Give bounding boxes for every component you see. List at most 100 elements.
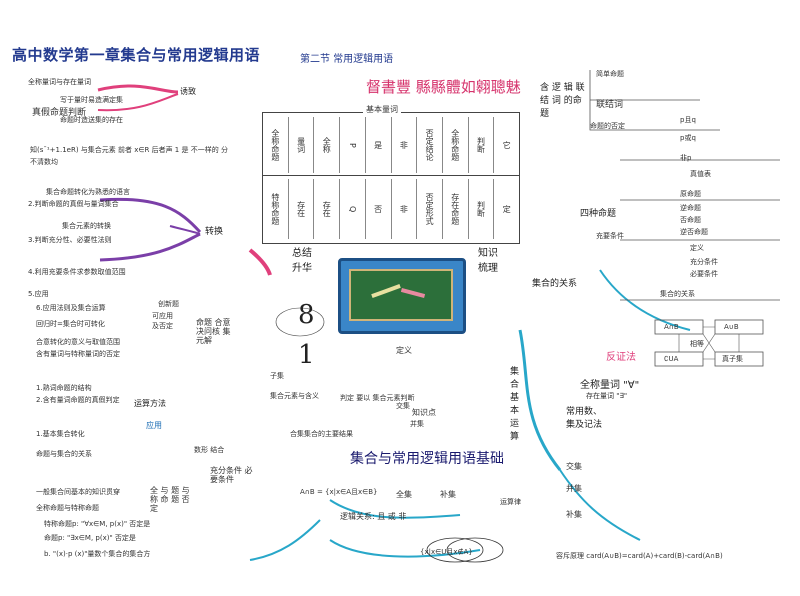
definition-label: 定义 [396, 346, 412, 355]
chalkboard-illustration [338, 258, 466, 334]
table-cell: 它 [502, 141, 512, 149]
label-induce: 诱致 [180, 87, 196, 96]
big-number-1: 1 [298, 340, 315, 370]
summary-label: 总结 升华 [292, 248, 312, 274]
table-cell: 非 [392, 179, 418, 239]
table-cell: 否定结论 [417, 117, 443, 173]
table-cell: Q [340, 179, 366, 239]
label-bottom: 数形 结合 [194, 446, 225, 454]
right-item: 真值表 [690, 170, 711, 178]
label-bottom: 充分条件 必要条件 [210, 466, 253, 485]
left-item: 全称量词与存在量词 [28, 78, 91, 86]
left-item: 2.判断命题的真假与量词集合 [28, 200, 119, 208]
big-number-8: 8 [298, 300, 315, 330]
table-cell: 存在 [314, 179, 341, 239]
page-subtitle: 第二节 常用逻辑用语 [300, 54, 394, 65]
table-cell: 量词 [289, 117, 315, 173]
diagram-op: A∪B [724, 323, 739, 331]
red-heading: 督書豐 縣縣體如翱聰魅 [366, 78, 521, 96]
label-subset: 子集 [270, 372, 284, 380]
right-item: 存在量词 "∃" [586, 392, 628, 400]
left-item: 不清数均 [30, 158, 58, 166]
diagram-op: A∩B [664, 323, 679, 331]
text-block: 判定 要以 集合元素判断 [340, 394, 415, 402]
right-item: 集合的关系 [660, 290, 695, 298]
label-method: 运算方法 [134, 399, 166, 408]
right-item: 补集 [566, 510, 582, 519]
right-item: 否命题 [680, 216, 701, 224]
left-item: 6.应用法则及集合运算 [36, 304, 106, 312]
right-item: 定义 [690, 244, 704, 252]
right-item: 命题的否定 [590, 122, 625, 130]
right-item: 反证法 [606, 352, 636, 363]
table-cell: 判断 [469, 117, 495, 173]
left-item: 知(s¯¹+1.1eR) 与集合元素 前者 x∈R 后者声 1 是 不一样的 分 [30, 146, 228, 154]
label-transform: 转换 [205, 227, 224, 237]
table-cell: 特称命题 [263, 179, 289, 239]
label-right: 及否定 [152, 322, 173, 330]
text-block: 补集 [440, 490, 456, 499]
complement-formula: {x|x∈U且x∉A} [420, 548, 473, 556]
knowledge-points: 知识点 [412, 408, 436, 417]
label-right: 可应用 [152, 312, 173, 320]
right-item: 充要条件 [596, 232, 624, 240]
left-item: 真假命题判断 [32, 108, 87, 118]
right-item: 逆命题 [680, 204, 701, 212]
left-item: 命题与集合的关系 [36, 450, 92, 458]
right-item: p且q [680, 116, 696, 124]
text-block: 合集集合的主要结果 [290, 430, 353, 438]
right-item: 原命题 [680, 190, 701, 198]
label-bottom: 命题 合意 决问核 集元解 [196, 318, 231, 346]
left-item: 特称命题p: "∀x∈M, p(x)" 否定是 [44, 520, 151, 528]
left-item: 一般集合间基本的知识贯穿 [36, 488, 120, 496]
left-item: 含有量词与特称量词的否定 [36, 350, 120, 358]
label-universal: 全集 [396, 490, 412, 499]
table-cell: 否定形式 [417, 179, 443, 239]
left-item: 4.利用充要条件求参数取值范围 [28, 268, 126, 276]
diagram-op: 真子集 [722, 355, 743, 363]
right-item: p或q [680, 134, 696, 142]
table-cell: 否 [366, 179, 392, 239]
left-item: 合意转化的意义与取值范围 [36, 338, 120, 346]
label-intersection: 交集 [396, 402, 410, 410]
knowledge-label: 知识 梳理 [478, 248, 498, 274]
table-cell: 全称命题 [263, 117, 289, 173]
intersection-formula: A∩B = {x|x∈A且x∈B} [300, 488, 378, 496]
right-item: 逆否命题 [680, 228, 708, 236]
left-item: 全称命题与特称命题 [36, 504, 99, 512]
table-cell: 非 [392, 117, 418, 173]
left-item: 1.基本集合转化 [36, 430, 85, 438]
right-item: 并集 [566, 484, 582, 493]
table-title: 基本量词 [363, 105, 401, 115]
right-item: 全称量词 "∀" [580, 380, 640, 391]
right-item: 充分条件 [690, 258, 718, 266]
label-bottom: 全 与 题 与 称 命 题 否 定 [150, 486, 190, 514]
left-item: 集合元素的转换 [62, 222, 111, 230]
table-cell: 存在 [289, 179, 315, 239]
logic-text: 逻辑关系: 且 或 非 [340, 512, 407, 521]
text-block-large: 集合与常用逻辑用语基础 [350, 451, 504, 467]
right-item: 容斥原理 card(A∪B)=card(A)+card(B)-card(A∩B) [556, 552, 723, 560]
right-item: 联结词 [596, 100, 624, 110]
right-item: 交集 [566, 462, 582, 471]
page-title: 高中数学第一章集合与常用逻辑用语 [12, 46, 261, 64]
label-apply: 应用 [146, 421, 162, 430]
left-item: 写于量时易造满定集 [60, 96, 123, 104]
label-basic-ops: 集合基本运算 [510, 367, 520, 442]
left-item: 5.应用 [28, 290, 49, 298]
label-set-relations: 集合的关系 [532, 279, 578, 289]
table-cell: 判断 [469, 179, 495, 239]
left-item: b. "(x)·p (x)"量数个集合的集合方 [44, 550, 151, 558]
right-item: 四种命题 [580, 209, 617, 219]
table-cell: 存在命题 [443, 179, 469, 239]
left-item: 集合命题转化为熟悉的语言 [46, 188, 130, 196]
right-item: 非p [680, 154, 692, 162]
left-item: 命题时造送集的存在 [60, 116, 123, 124]
diagram-op: 相等 [690, 340, 704, 348]
right-item: 常用数、集及记法 [566, 407, 603, 430]
right-item: 必要条件 [690, 270, 718, 278]
table-cell: 是 [366, 117, 392, 173]
left-item: 回归时=集合时可转化 [36, 320, 105, 328]
left-item: 命题p: "∃x∈M, p(x)" 否定是 [44, 534, 136, 542]
text-block: 集合元素与含义 [270, 392, 319, 400]
